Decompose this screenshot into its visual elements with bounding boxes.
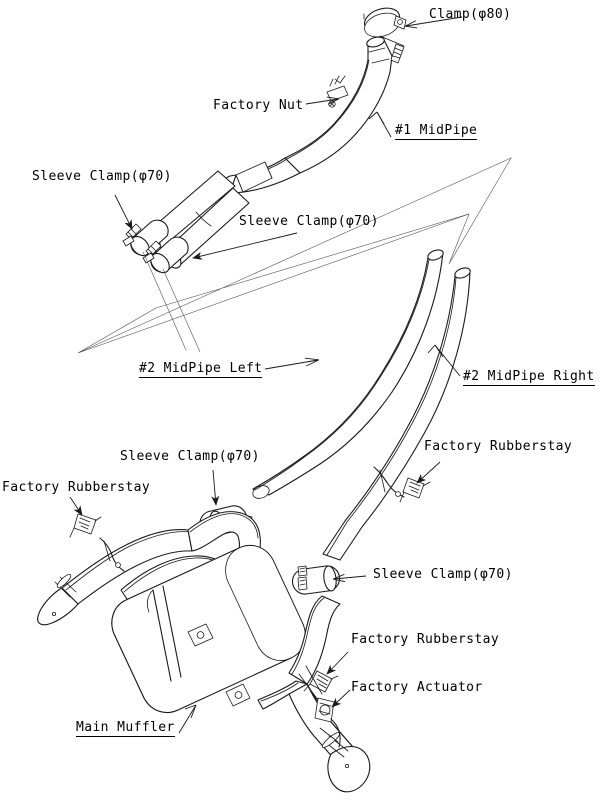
leader-sleeve-clamp-upper-right xyxy=(192,232,298,260)
leader-midpipe-2-left xyxy=(264,360,318,370)
main-muffler-part xyxy=(37,511,371,793)
label-sleeve-clamp-lower-right: Sleeve Clamp(φ70) xyxy=(373,567,513,582)
leader-midpipe-2-right xyxy=(434,344,461,377)
factory-rubberstay-lower-left-part xyxy=(69,513,125,572)
assembly-direction-arrow xyxy=(77,157,512,354)
leader-factory-actuator xyxy=(331,689,351,708)
label-factory-rubberstay-lower-left: Factory Rubberstay xyxy=(2,480,151,495)
label-sleeve-clamp-lower-left: Sleeve Clamp(φ70) xyxy=(120,449,260,464)
leader-sleeve-clamp-upper-left xyxy=(114,194,133,230)
leader-factory-rubberstay-mid-right xyxy=(416,461,441,484)
midpipe-1-part xyxy=(141,7,407,269)
label-factory-rubberstay-bottom-right: Factory Rubberstay xyxy=(351,632,500,647)
label-sleeve-clamp-upper-right: Sleeve Clamp(φ70) xyxy=(239,214,379,229)
leader-sleeve-clamp-lower-left xyxy=(211,469,220,506)
sleeve-clamp-upper-left-part xyxy=(122,219,169,257)
leader-sleeve-clamp-lower-right xyxy=(334,576,367,579)
label-factory-rubberstay-mid-right: Factory Rubberstay xyxy=(424,439,573,454)
label-main-muffler: Main Muffler xyxy=(76,720,175,737)
label-factory-nut: Factory Nut xyxy=(213,98,304,113)
label-sleeve-clamp-upper-left: Sleeve Clamp(φ70) xyxy=(32,169,172,184)
clamp-80-part xyxy=(363,7,407,64)
factory-rubberstay-bottom-right-part xyxy=(303,670,339,693)
leader-factory-rubberstay-bottom-right xyxy=(326,651,349,675)
leader-main-muffler xyxy=(178,704,197,734)
midpipe-2-left-part xyxy=(252,249,444,499)
leader-factory-nut xyxy=(305,99,338,104)
sleeve-clamp-upper-right-part xyxy=(142,236,189,274)
label-midpipe-2-left: #2 MidPipe Left xyxy=(139,361,263,378)
label-midpipe-1: #1 MidPipe xyxy=(395,123,478,140)
factory-actuator-part xyxy=(298,665,341,748)
label-factory-actuator: Factory Actuator xyxy=(351,680,483,695)
factory-nut-part xyxy=(326,75,349,108)
label-midpipe-2-right: #2 MidPipe Right xyxy=(463,369,595,386)
leader-clamp-80 xyxy=(406,16,463,26)
midpipe-2-right-part xyxy=(322,267,471,561)
sleeve-clamp-lower-right-part xyxy=(291,565,341,595)
label-clamp-80: Clamp(φ80) xyxy=(429,7,512,22)
factory-rubberstay-mid-right-part xyxy=(373,466,431,503)
leader-factory-rubberstay-lower-left xyxy=(69,496,83,516)
